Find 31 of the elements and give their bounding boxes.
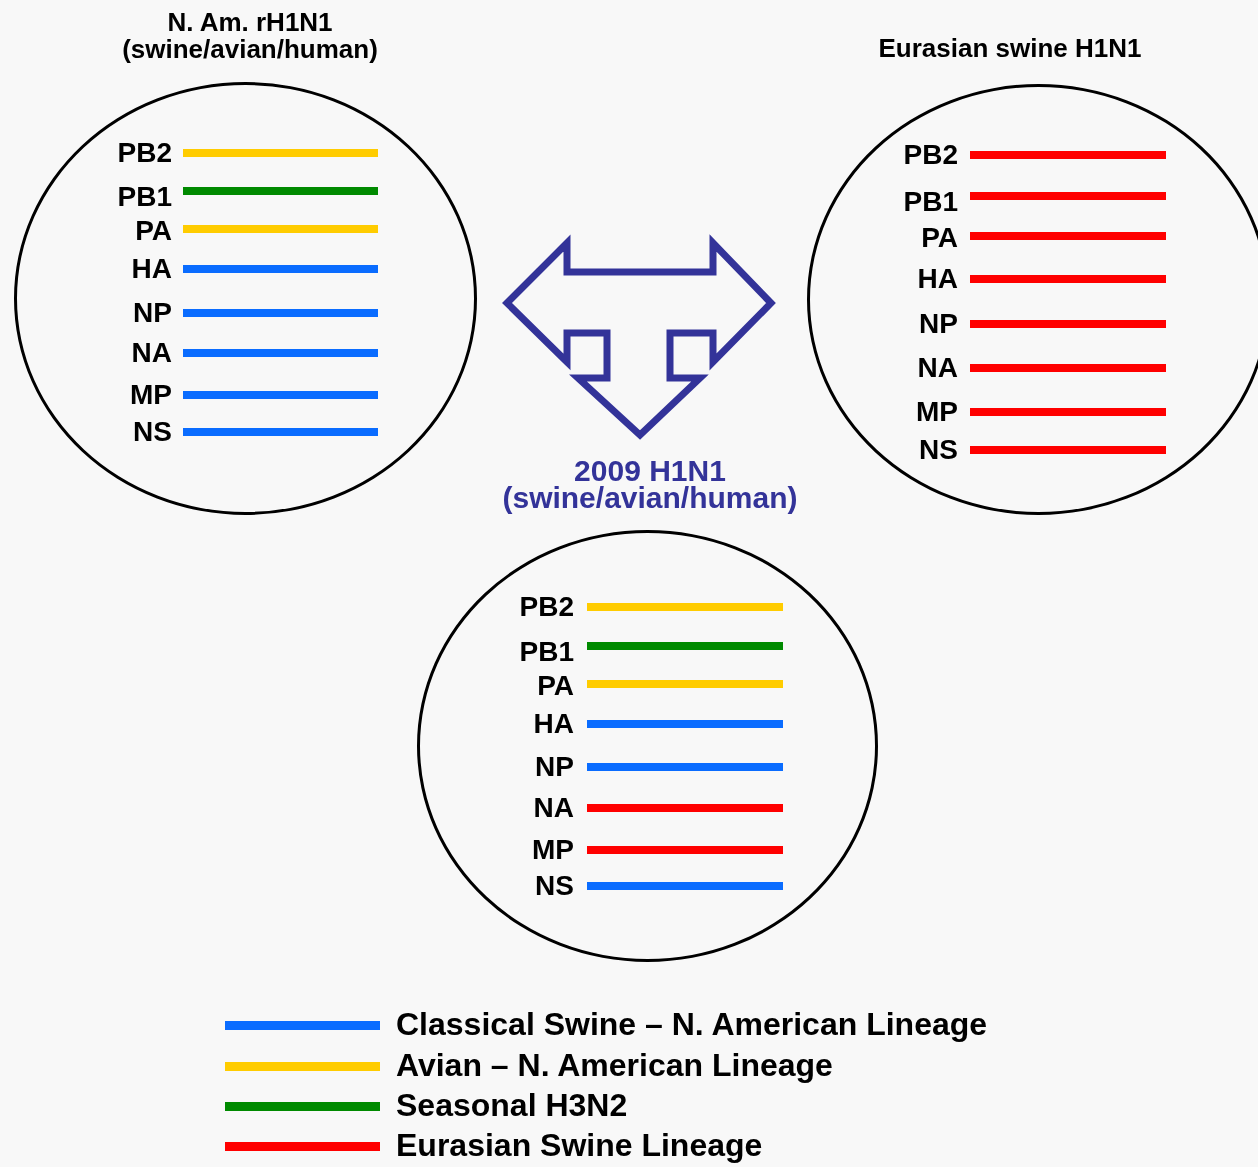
gene-label: HA xyxy=(504,709,574,739)
gene-label: PA xyxy=(102,216,172,246)
gene-label: MP xyxy=(102,380,172,410)
gene-label: PB2 xyxy=(888,140,958,170)
gene-label: PA xyxy=(504,671,574,701)
gene-label: PB1 xyxy=(102,182,172,212)
strain-title: Eurasian swine H1N1 xyxy=(877,35,1143,62)
gene-label: NS xyxy=(504,871,574,901)
gene-label: MP xyxy=(888,397,958,427)
gene-label: NA xyxy=(504,793,574,823)
legend-label: Avian – N. American Lineage xyxy=(396,1047,833,1083)
legend-label: Classical Swine – N. American Lineage xyxy=(396,1006,988,1042)
gene-label: NP xyxy=(102,298,172,328)
gene-label: NP xyxy=(888,309,958,339)
gene-label: PB2 xyxy=(504,592,574,622)
gene-label: PB1 xyxy=(888,187,958,217)
strain-title: N. Am. rH1N1 (swine/avian/human) xyxy=(121,9,379,63)
legend-label: Eurasian Swine Lineage xyxy=(396,1127,763,1163)
gene-label: NS xyxy=(102,417,172,447)
gene-label: MP xyxy=(504,835,574,865)
gene-label: PA xyxy=(888,223,958,253)
gene-label: PB2 xyxy=(102,138,172,168)
gene-label: HA xyxy=(102,254,172,284)
gene-label: NA xyxy=(102,338,172,368)
gene-label: PB1 xyxy=(504,637,574,667)
gene-label: NP xyxy=(504,752,574,782)
gene-label: NS xyxy=(888,435,958,465)
legend-label: Seasonal H3N2 xyxy=(396,1087,628,1123)
gene-label: HA xyxy=(888,264,958,294)
three-way-arrow xyxy=(502,234,776,440)
gene-label: NA xyxy=(888,353,958,383)
